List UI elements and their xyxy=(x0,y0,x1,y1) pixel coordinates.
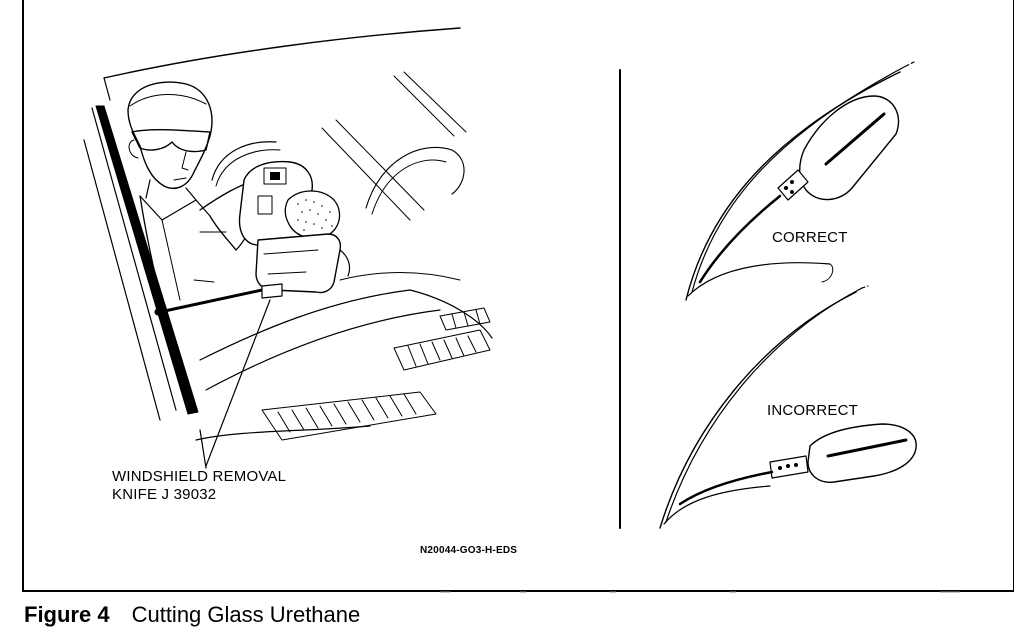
technician-head xyxy=(127,81,213,190)
vent-grille xyxy=(261,307,491,441)
urethane-strip xyxy=(95,105,199,415)
knife-handle xyxy=(255,233,342,294)
knife-callout-line1: WINDSHIELD REMOVAL xyxy=(112,468,287,485)
knife-leader-line xyxy=(205,299,271,467)
correct-technique-illustration xyxy=(685,61,915,301)
knife-callout-line2: KNIFE J 39032 xyxy=(112,486,217,503)
correct-label: CORRECT xyxy=(772,229,848,246)
safety-goggles xyxy=(131,128,211,153)
incorrect-technique-illustration xyxy=(659,285,917,529)
knife-blade xyxy=(158,288,264,314)
figure-frame xyxy=(22,0,1014,592)
technician-illustration xyxy=(83,27,493,469)
incorrect-label: INCORRECT xyxy=(767,402,858,419)
figure-title: Cutting Glass Urethane xyxy=(131,602,361,627)
figure-code: N20044-GO3-H-EDS xyxy=(420,545,518,556)
figure-caption: Figure 4 Cutting Glass Urethane xyxy=(24,602,360,628)
figure-number: Figure 4 xyxy=(24,602,110,627)
knife-callout: WINDSHIELD REMOVAL KNIFE J 39032 xyxy=(112,468,286,504)
